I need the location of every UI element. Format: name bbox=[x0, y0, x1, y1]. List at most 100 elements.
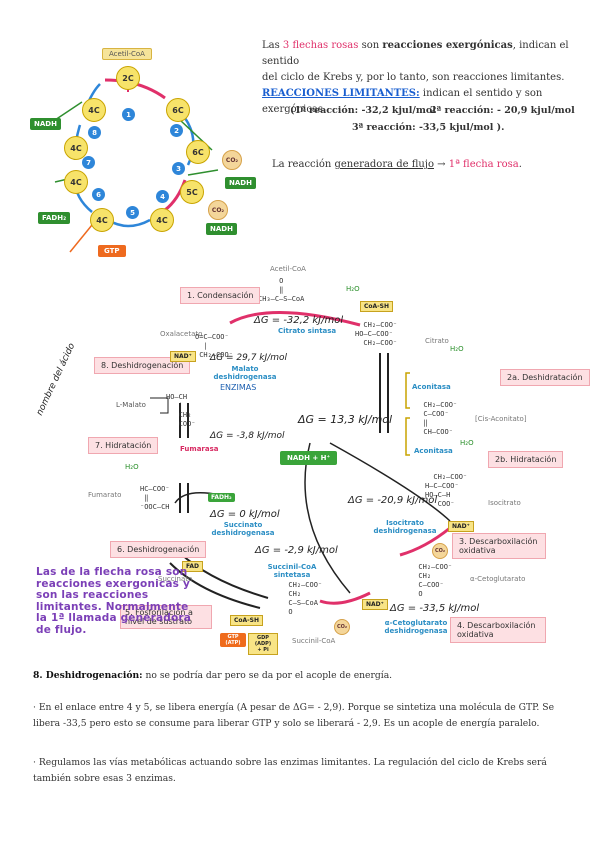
node-4c-a: 4C bbox=[82, 98, 106, 122]
fadh2-box-diagram: FADH₂ bbox=[208, 493, 235, 502]
limiting-reactions-title: REACCIONES LIMITANTES: bbox=[262, 88, 420, 99]
paragraph-deshidrogenacion: 8. Deshidrogenación: no se podría dar pe… bbox=[33, 668, 573, 684]
node-4c-b: 4C bbox=[150, 208, 174, 232]
node-4c-e: 4C bbox=[64, 136, 88, 160]
hw-dg-cetoglutarato: ΔG = -33,5 kJ/mol bbox=[390, 603, 480, 614]
nad-box-1: NAD⁺ bbox=[170, 351, 196, 362]
pink-arrows-text: 3 flechas rosas bbox=[282, 40, 359, 51]
cetoglutarato-label: α-Cetoglutarato bbox=[470, 575, 526, 583]
flow-text: . bbox=[518, 159, 522, 170]
step-1-box: 1. Condensación bbox=[180, 287, 261, 304]
node-6c-b: 6C bbox=[186, 140, 210, 164]
step-num-7: 7 bbox=[82, 156, 95, 169]
fumarato-structure: HC—COO⁻ ‖ ⁻OOC—CH bbox=[140, 485, 170, 511]
oxalacetato-structure: O=C—COO⁻ | CH₂—COO⁻ bbox=[195, 333, 233, 359]
hw-dg-succinil: ΔG = -2,9 kJ/mol bbox=[255, 545, 338, 556]
enzyme-aconitasa-1: Aconitasa bbox=[412, 383, 451, 391]
step-num-3: 3 bbox=[172, 162, 185, 175]
h2o-label-2: H₂O bbox=[125, 463, 139, 471]
step-8-box: 8. Deshidrogenación bbox=[94, 357, 191, 374]
step-num-4: 4 bbox=[156, 190, 169, 203]
malato-structure: HO—CH | CH₂ COO⁻ bbox=[166, 393, 196, 428]
acetil-label: Acetil-CoA bbox=[270, 265, 306, 273]
fad-box: FAD bbox=[182, 561, 204, 572]
node-4c-d: 4C bbox=[64, 170, 88, 194]
step-5-box: 5. Fosforilación a nivel de sustrato bbox=[120, 605, 212, 629]
citrato-label: Citrato bbox=[425, 337, 449, 345]
hw-dg-malato: ΔG = 29,7 kJ/mol bbox=[210, 353, 287, 363]
h2o-label-4: H₂O bbox=[460, 439, 474, 447]
h2o-label-3: H₂O bbox=[450, 345, 464, 353]
hw-enzimas: ENZIMAS bbox=[220, 383, 257, 392]
gtp-box: GTP bbox=[98, 245, 126, 257]
nad-box-3: NAD⁺ bbox=[362, 599, 388, 610]
hw-dg-fumarasa: ΔG = -3,8 kJ/mol bbox=[210, 431, 285, 441]
deshidrogenacion-title: 8. Deshidrogenación: bbox=[33, 670, 143, 681]
node-2c: 2C bbox=[116, 66, 140, 90]
co2-circle-1: CO₂ bbox=[222, 150, 242, 170]
flow-arrow: → bbox=[433, 159, 449, 170]
step-num-1: 1 bbox=[122, 108, 135, 121]
enzyme-succinato-deshidrogenasa: Succinato deshidrogenasa bbox=[211, 521, 275, 537]
reaction-2: 2ª reacción: - 20,9 kjul/mol bbox=[430, 105, 575, 116]
cis-aconitato-structure: CH₂—COO⁻ C—COO⁻ ‖ CH—COO⁻ bbox=[423, 401, 458, 436]
paragraph-regulacion: · Regulamos las vías metabólicas actuand… bbox=[33, 757, 547, 784]
coash-box-2: CoA-SH bbox=[230, 615, 264, 626]
hw-dg-succinato: ΔG = 0 kJ/mol bbox=[210, 509, 280, 520]
succinil-label: Succinil-CoA bbox=[292, 637, 336, 645]
nadh-box-2: NADH bbox=[225, 177, 256, 189]
gdp-adp-box: GDP (ADP) + Pi bbox=[248, 633, 278, 655]
enzyme-aconitasa-2: Aconitasa bbox=[414, 447, 453, 455]
step-num-5: 5 bbox=[126, 206, 139, 219]
step-3-box: 3. Descarboxilación oxidativa bbox=[452, 533, 546, 559]
node-5c: 5C bbox=[180, 180, 204, 204]
nadh-box-3: NADH bbox=[206, 223, 237, 235]
hw-dg-isocitrato: ΔG = -20,9 kJ/mol bbox=[348, 495, 438, 506]
citrato-structure: CH₂—COO⁻ HO—C—COO⁻ CH₂—COO⁻ bbox=[355, 321, 398, 347]
limiting-heading: REACCIONES LIMITANTES: indican el sentid… bbox=[262, 86, 582, 118]
nad-box-2: NAD⁺ bbox=[448, 521, 474, 532]
hw-dg-condensation: ΔG = -32,2 kJ/mol bbox=[254, 315, 344, 326]
limiting-reactions-desc: indican el sentido y son exergónicas. bbox=[262, 88, 543, 115]
isocitrato-label: Isocitrato bbox=[488, 499, 521, 507]
cis-aconitato-label: [Cis-Aconitato] bbox=[475, 415, 527, 423]
step-6-box: 6. Deshidrogenación bbox=[110, 541, 207, 558]
isocitrato-structure: CH₂—COO⁻ H—C—COO⁻ HO—C—H COO⁻ bbox=[425, 473, 468, 508]
step-num-8: 8 bbox=[88, 126, 101, 139]
flow-generator-text: generadora de flujo bbox=[334, 159, 434, 170]
deshidrogenacion-text: no se podría dar pero se da por el acopl… bbox=[142, 670, 393, 681]
step-2a-box: 2a. Deshidratación bbox=[500, 369, 590, 386]
step-7-box: 7. Hidratación bbox=[88, 437, 159, 454]
step-num-2: 2 bbox=[170, 124, 183, 137]
nadh-center-box: NADH + H⁺ bbox=[280, 451, 338, 465]
fumarato-label: Fumarato bbox=[88, 491, 122, 499]
cetoglutarato-structure: CH₂—COO⁻ CH₂ C—COO⁻ O bbox=[418, 563, 453, 598]
intro-text: son bbox=[358, 40, 383, 51]
step-num-6: 6 bbox=[92, 188, 105, 201]
intro-text: , indican el sentido bbox=[262, 40, 569, 67]
first-pink-arrow-text: 1ª flecha rosa bbox=[448, 159, 519, 170]
flow-text: La reacción bbox=[272, 159, 335, 170]
step-4-box: 4. Descarboxilación oxidativa bbox=[450, 617, 546, 643]
krebs-cycle-summary: Acetil-CoA 2C 4C 6C 6C 5C 4C 4C 4C 4C 1 … bbox=[0, 40, 260, 265]
acetil-coa-label: Acetil-CoA bbox=[102, 48, 152, 60]
gtp-atp-box: GTP (ATP) bbox=[220, 633, 246, 647]
enzyme-cetoglutarato-deshidrogenasa: α-Cetoglutarato deshidrogenasa bbox=[384, 619, 448, 635]
paragraph-enlace: · En el enlace entre 4 y 5, se libera en… bbox=[33, 702, 555, 729]
reaction-1: (1ª reacción: -32,2 kjul/mol bbox=[290, 105, 436, 116]
succinato-label: Succinato bbox=[158, 575, 193, 583]
intro-text: Las bbox=[262, 40, 283, 51]
step-2b-box: 2b. Hidratación bbox=[488, 451, 564, 468]
enzyme-succinil-coa-sintetasa: Succinil-CoA sintetasa bbox=[267, 563, 317, 579]
oxalacetato-label: Oxalacetato bbox=[160, 330, 203, 338]
enzyme-citrato-sintasa: Citrato sintasa bbox=[278, 327, 337, 335]
hw-dg-aconitasa: ΔG = 13,3 kJ/mol bbox=[298, 413, 393, 426]
co2-circle-4: CO₂ bbox=[334, 619, 350, 635]
co2-circle-3: CO₂ bbox=[432, 543, 448, 559]
intro-paragraph: Las 3 flechas rosas son reacciones exerg… bbox=[262, 38, 582, 86]
nadh-box-1: NADH bbox=[30, 118, 61, 130]
succinil-structure: CH₂—COO⁻ CH₂ C—S—CoA O bbox=[288, 581, 323, 616]
flow-sentence: La reacción generadora de flujo → 1ª fle… bbox=[272, 157, 522, 173]
exergonic-text: reacciones exergónicas bbox=[382, 40, 513, 51]
overlay-note: Las de la flecha rosa son reacciones exe… bbox=[36, 566, 192, 636]
